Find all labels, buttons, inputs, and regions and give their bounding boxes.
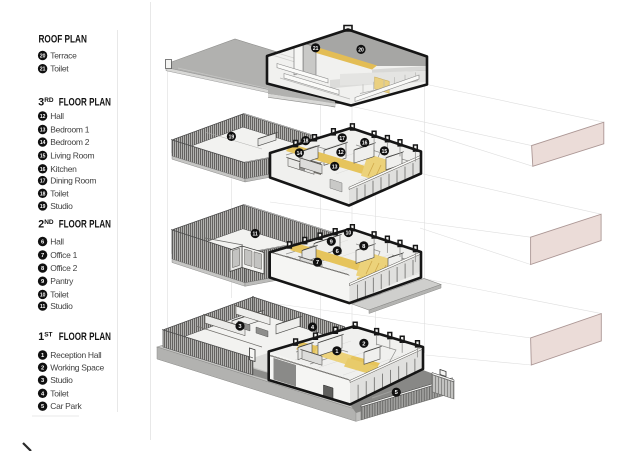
svg-text:21: 21	[40, 67, 46, 73]
svg-text:11: 11	[253, 232, 259, 238]
svg-text:ROOF PLAN: ROOF PLAN	[39, 34, 87, 46]
svg-text:Hall: Hall	[50, 237, 64, 247]
svg-text:14: 14	[297, 151, 303, 157]
svg-text:8: 8	[41, 266, 45, 272]
svg-text:15: 15	[382, 149, 388, 155]
svg-text:5: 5	[395, 390, 399, 396]
svg-text:Terrace: Terrace	[50, 51, 77, 61]
svg-text:Studio: Studio	[50, 375, 73, 385]
svg-text:5: 5	[41, 404, 45, 410]
svg-text:FLOOR PLAN: FLOOR PLAN	[59, 331, 111, 343]
svg-text:16: 16	[40, 167, 46, 173]
svg-text:Dining Room: Dining Room	[50, 176, 96, 186]
svg-text:Toilet: Toilet	[50, 188, 69, 198]
svg-text:Living Room: Living Room	[50, 151, 94, 161]
svg-text:4: 4	[311, 325, 315, 331]
svg-text:20: 20	[358, 47, 364, 53]
svg-text:Toilet: Toilet	[50, 388, 69, 398]
svg-text:20: 20	[40, 54, 46, 60]
svg-text:19: 19	[40, 204, 46, 210]
svg-text:11: 11	[40, 304, 46, 310]
svg-text:Pantry: Pantry	[50, 276, 74, 286]
svg-text:8: 8	[362, 244, 366, 250]
svg-text:2: 2	[41, 365, 44, 371]
svg-text:Toilet: Toilet	[50, 289, 69, 299]
svg-text:14: 14	[40, 140, 46, 146]
svg-text:6: 6	[41, 240, 45, 246]
svg-text:Office 2: Office 2	[50, 263, 77, 273]
svg-text:Kitchen: Kitchen	[50, 164, 77, 174]
svg-text:Toilet: Toilet	[50, 64, 69, 74]
svg-text:3: 3	[41, 378, 45, 384]
svg-text:10: 10	[346, 231, 352, 237]
svg-text:10: 10	[40, 292, 46, 298]
svg-text:1: 1	[335, 349, 339, 355]
svg-text:18: 18	[303, 139, 309, 145]
svg-text:1: 1	[41, 353, 45, 359]
svg-text:13: 13	[332, 164, 338, 170]
svg-text:9: 9	[330, 239, 334, 245]
svg-text:Car Park: Car Park	[50, 401, 82, 411]
svg-text:19: 19	[229, 134, 235, 140]
svg-text:13: 13	[40, 128, 46, 134]
svg-text:Working Space: Working Space	[50, 362, 104, 372]
svg-text:12: 12	[338, 150, 344, 156]
svg-text:7: 7	[316, 260, 319, 266]
svg-text:Bedroom 2: Bedroom 2	[50, 137, 89, 147]
svg-text:15: 15	[40, 154, 46, 160]
svg-text:12: 12	[40, 114, 46, 120]
svg-text:9: 9	[41, 279, 45, 285]
svg-text:Studio: Studio	[50, 301, 73, 311]
svg-text:Reception Hall: Reception Hall	[50, 350, 101, 360]
svg-text:6: 6	[336, 249, 340, 255]
svg-text:7: 7	[41, 253, 44, 259]
svg-text:21: 21	[313, 46, 319, 52]
svg-text:2: 2	[362, 341, 365, 347]
svg-text:16: 16	[362, 141, 368, 147]
svg-text:Bedroom 1: Bedroom 1	[50, 125, 89, 135]
svg-text:17: 17	[40, 179, 46, 185]
svg-text:FLOOR PLAN: FLOOR PLAN	[59, 219, 111, 231]
svg-text:FLOOR PLAN: FLOOR PLAN	[59, 97, 111, 109]
svg-text:17: 17	[339, 136, 345, 142]
svg-text:Hall: Hall	[50, 111, 64, 121]
svg-text:Office 1: Office 1	[50, 250, 77, 260]
svg-text:18: 18	[40, 191, 46, 197]
svg-text:4: 4	[41, 391, 45, 397]
svg-text:3: 3	[238, 324, 242, 330]
svg-text:Studio: Studio	[50, 201, 73, 211]
